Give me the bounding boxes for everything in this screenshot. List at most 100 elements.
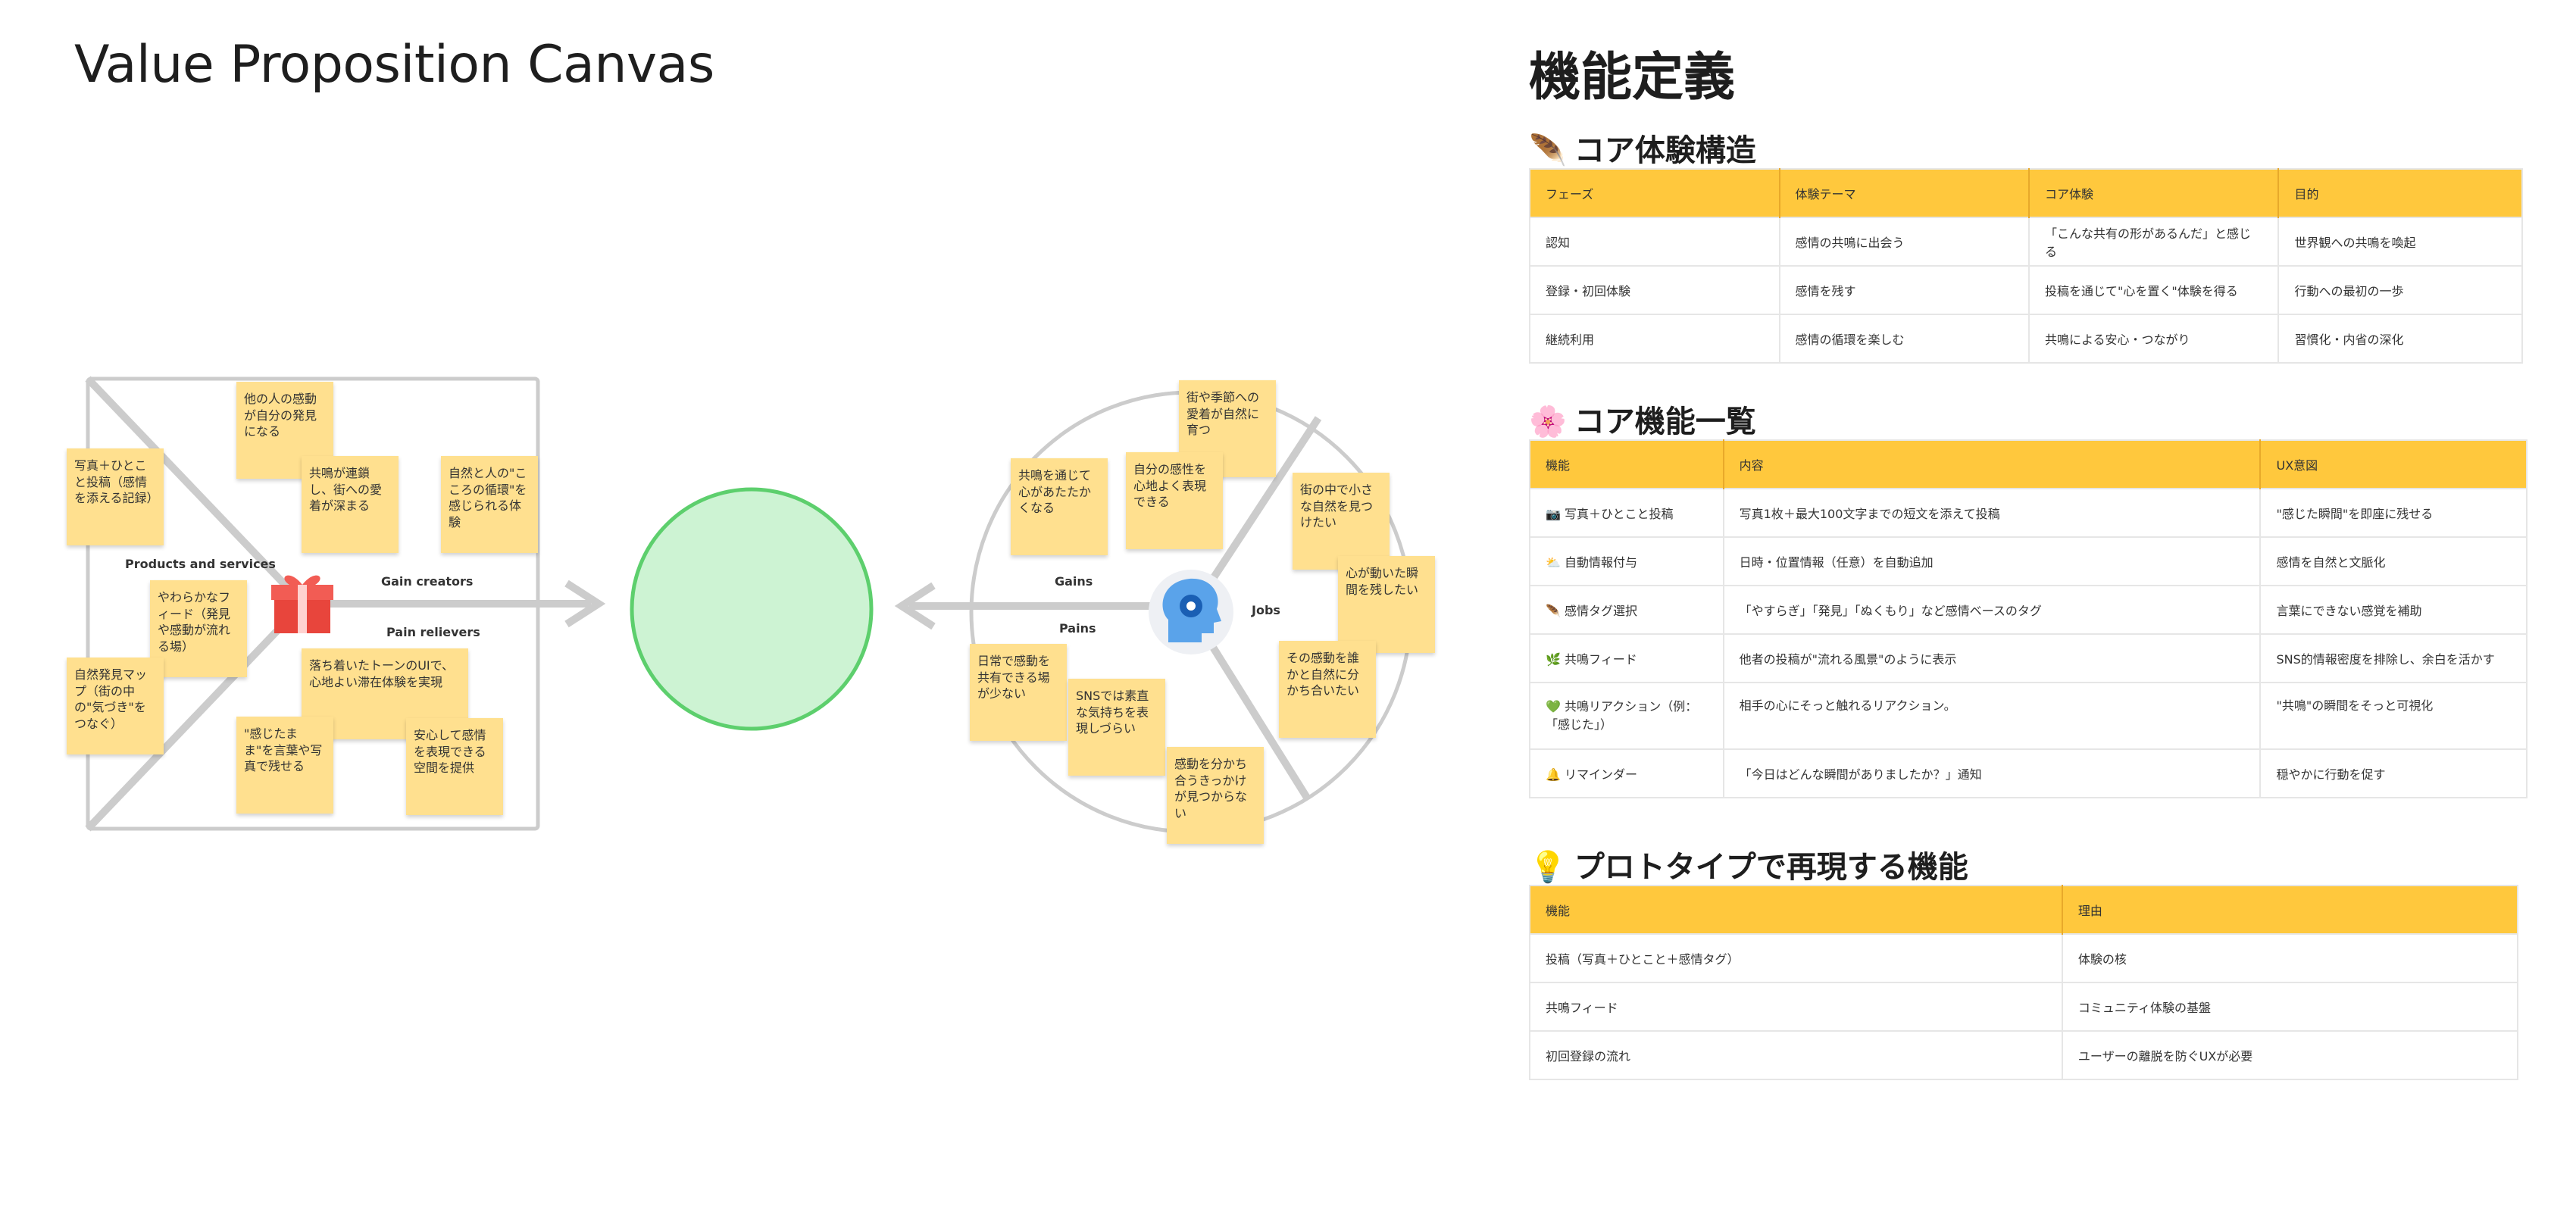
- table-row: ⛅ 自動情報付与 日時・位置情報（任意）を自動追加 感情を自然と文脈化: [1530, 536, 2527, 586]
- bell-icon: 🔔: [1546, 767, 1561, 782]
- cell: 🔔 リマインダー: [1530, 748, 1724, 798]
- cell: 共鳴フィード: [1530, 982, 2063, 1031]
- cell: 登録・初回体験: [1530, 265, 1780, 314]
- sticky-note[interactable]: やわらかなフィード（発見や感動が流れる場）: [150, 580, 247, 677]
- canvas-title: Value Proposition Canvas: [74, 35, 714, 95]
- sticky-note[interactable]: 日常で感動を共有できる場が少ない: [970, 644, 1067, 741]
- blossom-icon: 🌸: [1529, 405, 1567, 439]
- cell: 感情を残す: [1779, 265, 2030, 314]
- section-heading-prototype: 💡プロトタイプで再現する機能: [1529, 850, 1968, 885]
- customer-head-icon: [1149, 570, 1233, 654]
- core-features-table: 機能 内容 UX意図 📷 写真＋ひとこと投稿 写真1枚＋最大100文字までの短文…: [1529, 439, 2528, 798]
- sticky-note[interactable]: SNSでは素直な気持ちを表現しづらい: [1068, 679, 1165, 776]
- prototype-table: 機能 理由 投稿（写真＋ひとこと＋感情タグ） 体験の核 共鳴フィード コミュニテ…: [1529, 885, 2518, 1080]
- gift-icon: [271, 575, 333, 633]
- cell: コミュニティ体験の基盤: [2062, 982, 2518, 1031]
- cell: 他者の投稿が"流れる風景"のように表示: [1723, 633, 2262, 683]
- table-header-row: 機能 内容 UX意図: [1530, 440, 2527, 489]
- cell: 穏やかに行動を促す: [2260, 748, 2527, 798]
- section-heading-core-features: 🌸コア機能一覧: [1529, 405, 1756, 439]
- sticky-note[interactable]: 安心して感情を表現できる空間を提供: [406, 718, 503, 815]
- header-cell: 理由: [2062, 886, 2518, 934]
- table-row: 🔔 リマインダー 「今日はどんな瞬間がありましたか？」通知 穏やかに行動を促す: [1530, 748, 2527, 798]
- cell: ⛅ 自動情報付与: [1530, 536, 1724, 586]
- table-row: 継続利用 感情の循環を楽しむ 共鳴による安心・つながり 習慣化・内省の深化: [1530, 314, 2522, 363]
- cell: 「やすらぎ」「発見」「ぬくもり」など感情ベースのタグ: [1723, 585, 2262, 634]
- table-row: 投稿（写真＋ひとこと＋感情タグ） 体験の核: [1530, 933, 2518, 982]
- cell: 📷 写真＋ひとこと投稿: [1530, 488, 1724, 537]
- value-statement: [644, 564, 859, 581]
- cell: 「こんな共有の形があるんだ」と感じる: [2028, 217, 2280, 266]
- table-row: 🌿 共鳴フィード 他者の投稿が"流れる風景"のように表示 SNS的情報密度を排除…: [1530, 633, 2527, 683]
- sticky-note[interactable]: 他の人の感動が自分の発見になる: [236, 382, 333, 479]
- cell: 体験の核: [2062, 933, 2518, 982]
- sticky-note[interactable]: 感動を分かち合うきっかけが見つからない: [1167, 747, 1264, 844]
- cell: 認知: [1530, 217, 1780, 266]
- arrow-right-head: [564, 579, 606, 628]
- cell: 言葉にできない感覚を補助: [2260, 585, 2527, 634]
- sticky-note[interactable]: 自分の感性を心地よく表現できる: [1126, 452, 1223, 549]
- label-products: Products and services: [125, 557, 276, 571]
- sticky-note[interactable]: 写真＋ひとこと投稿（感情を添える記録）: [67, 448, 164, 545]
- sticky-note[interactable]: 共鳴を通じて心があたたかくなる: [1011, 458, 1108, 555]
- cell: 継続利用: [1530, 314, 1780, 363]
- cell: "共鳴"の瞬間をそっと可視化: [2260, 682, 2527, 749]
- sticky-note[interactable]: その感動を誰かと自然に分かち合いたい: [1279, 641, 1376, 738]
- table-row: 📷 写真＋ひとこと投稿 写真1枚＋最大100文字までの短文を添えて投稿 "感じた…: [1530, 488, 2527, 537]
- cell: 写真1枚＋最大100文字までの短文を添えて投稿: [1723, 488, 2262, 537]
- table-row: 初回登録の流れ ユーザーの離脱を防ぐUXが必要: [1530, 1030, 2518, 1079]
- label-gain-creators: Gain creators: [381, 574, 474, 589]
- header-cell: 機能: [1530, 886, 2063, 934]
- arrow-left-head: [894, 582, 936, 630]
- sun-cloud-icon: ⛅: [1546, 555, 1561, 570]
- cell: 行動への最初の一歩: [2278, 265, 2522, 314]
- green-heart-icon: 💚: [1546, 699, 1561, 714]
- cell: 日時・位置情報（任意）を自動追加: [1723, 536, 2262, 586]
- header-cell: 機能: [1530, 440, 1724, 489]
- table-row: 登録・初回体験 感情を残す 投稿を通じて"心を置く"体験を得る 行動への最初の一…: [1530, 265, 2522, 314]
- cell: 💚 共鳴リアクション（例：「感じた」）: [1530, 682, 1724, 749]
- sticky-note[interactable]: "感じたまま"を言葉や写真で残せる: [236, 717, 333, 814]
- lightbulb-icon: 💡: [1529, 850, 1567, 885]
- header-cell: コア体験: [2028, 169, 2280, 217]
- divider-bottom: [85, 601, 306, 832]
- header-cell: フェーズ: [1530, 169, 1780, 217]
- sticky-note[interactable]: 街の中で小さな自然を見つけたい: [1293, 473, 1390, 570]
- section-heading-core-experience: 🪶コア体験構造: [1529, 133, 1756, 168]
- table-row: 💚 共鳴リアクション（例：「感じた」） 相手の心にそっと触れるリアクション。 "…: [1530, 682, 2527, 749]
- sticky-note[interactable]: 自然発見マップ（街の中の"気づき"をつなぐ）: [67, 658, 164, 754]
- header-cell: 目的: [2278, 169, 2522, 217]
- label-gains: Gains: [1055, 574, 1093, 589]
- herb-icon: 🌿: [1546, 652, 1561, 667]
- sticky-note[interactable]: 心が動いた瞬間を残したい: [1338, 556, 1435, 653]
- cell: "感じた瞬間"を即座に残せる: [2260, 488, 2527, 537]
- cell: 「今日はどんな瞬間がありましたか？」通知: [1723, 748, 2262, 798]
- header-cell: UX意図: [2260, 440, 2527, 489]
- table-row: 共鳴フィード コミュニティ体験の基盤: [1530, 982, 2518, 1031]
- cell: 感情を自然と文脈化: [2260, 536, 2527, 586]
- divider-top: [85, 376, 306, 607]
- table-header-row: 機能 理由: [1530, 886, 2518, 934]
- label-pain-relievers: Pain relievers: [386, 625, 480, 639]
- cell: 投稿を通じて"心を置く"体験を得る: [2028, 265, 2280, 314]
- cell: 共鳴による安心・つながり: [2028, 314, 2280, 363]
- cell: 初回登録の流れ: [1530, 1030, 2063, 1079]
- value-circle: [630, 487, 874, 731]
- cell: 感情の共鳴に出会う: [1779, 217, 2030, 266]
- table-row: 認知 感情の共鳴に出会う 「こんな共有の形があるんだ」と感じる 世界観への共鳴を…: [1530, 217, 2522, 266]
- cell: 世界観への共鳴を喚起: [2278, 217, 2522, 266]
- camera-icon: 📷: [1546, 507, 1561, 521]
- cell: ユーザーの離脱を防ぐUXが必要: [2062, 1030, 2518, 1079]
- header-cell: 体験テーマ: [1779, 169, 2030, 217]
- cell: SNS的情報密度を排除し、余白を活かす: [2260, 633, 2527, 683]
- sticky-note[interactable]: 共鳴が連鎖し、街への愛着が深まる: [302, 456, 399, 553]
- feather-icon: 🪶: [1546, 604, 1561, 618]
- definition-title: 機能定義: [1529, 48, 1736, 108]
- label-pains: Pains: [1059, 621, 1096, 636]
- feather-icon: 🪶: [1529, 133, 1567, 168]
- cell: 習慣化・内省の深化: [2278, 314, 2522, 363]
- sticky-note[interactable]: 自然と人の"こころの循環"を感じられる体験: [441, 456, 538, 553]
- cell: 投稿（写真＋ひとこと＋感情タグ）: [1530, 933, 2063, 982]
- cell: 🪶 感情タグ選択: [1530, 585, 1724, 634]
- cell: 🌿 共鳴フィード: [1530, 633, 1724, 683]
